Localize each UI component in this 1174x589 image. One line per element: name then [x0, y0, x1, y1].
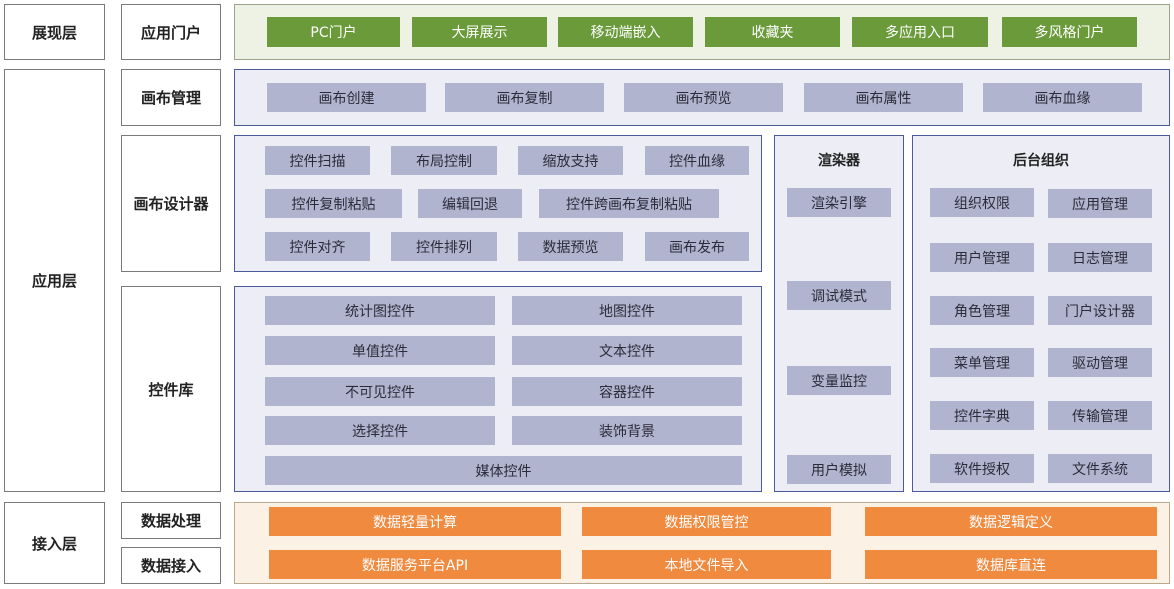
backend-item: 文件系统	[1048, 454, 1152, 483]
layer-presentation: 展现层	[4, 4, 105, 60]
widget-item: 文本控件	[512, 336, 742, 365]
designer-item: 控件复制粘贴	[265, 189, 402, 218]
backend-item: 应用管理	[1048, 189, 1152, 218]
designer-item: 控件排列	[391, 232, 497, 261]
canvas-mgmt-item: 画布属性	[804, 83, 963, 112]
module-canvas-designer: 画布设计器	[121, 135, 221, 272]
backend-item: 驱动管理	[1048, 348, 1152, 377]
module-portal: 应用门户	[121, 4, 221, 60]
widget-item: 统计图控件	[265, 296, 495, 325]
designer-item: 编辑回退	[418, 189, 522, 218]
backend-item: 控件字典	[930, 401, 1034, 430]
module-data-processing: 数据处理	[121, 502, 221, 539]
portal-item: 大屏展示	[412, 17, 547, 47]
portal-item: PC门户	[267, 17, 400, 47]
data-processing-item: 数据权限管控	[582, 507, 831, 536]
widget-item: 地图控件	[512, 296, 742, 325]
backend-item: 用户管理	[930, 243, 1034, 272]
renderer-item: 调试模式	[787, 281, 891, 310]
designer-item: 控件扫描	[265, 146, 370, 175]
canvas-mgmt-item: 画布创建	[267, 83, 426, 112]
designer-item: 画布发布	[645, 232, 749, 261]
widget-item: 媒体控件	[265, 456, 742, 485]
canvas-mgmt-item: 画布预览	[624, 83, 783, 112]
data-access-item: 本地文件导入	[582, 550, 831, 579]
module-widget-lib: 控件库	[121, 286, 221, 492]
canvas-mgmt-item: 画布复制	[445, 83, 604, 112]
designer-item: 控件对齐	[265, 232, 370, 261]
designer-item: 控件跨画布复制粘贴	[539, 189, 719, 218]
backend-item: 传输管理	[1048, 401, 1152, 430]
module-data-access: 数据接入	[121, 547, 221, 584]
backend-item: 日志管理	[1048, 243, 1152, 272]
renderer-item: 渲染引擎	[787, 188, 891, 217]
module-canvas-mgmt: 画布管理	[121, 69, 221, 126]
data-access-item: 数据服务平台API	[269, 550, 561, 579]
designer-item: 数据预览	[518, 232, 623, 261]
renderer-item: 变量监控	[787, 366, 891, 395]
portal-item: 多应用入口	[852, 17, 988, 47]
designer-item: 缩放支持	[518, 146, 623, 175]
backend-item: 菜单管理	[930, 348, 1034, 377]
widget-item: 单值控件	[265, 336, 495, 365]
backend-item: 组织权限	[930, 188, 1034, 217]
portal-item: 移动端嵌入	[558, 17, 693, 47]
data-processing-item: 数据轻量计算	[269, 507, 561, 536]
renderer-title: 渲染器	[818, 153, 860, 169]
backend-item: 角色管理	[930, 296, 1034, 325]
layer-application: 应用层	[4, 69, 105, 492]
backend-item: 软件授权	[930, 454, 1034, 483]
designer-item: 布局控制	[391, 146, 497, 175]
data-processing-item: 数据逻辑定义	[865, 507, 1157, 536]
designer-item: 控件血缘	[645, 146, 749, 175]
canvas-mgmt-item: 画布血缘	[983, 83, 1142, 112]
layer-access: 接入层	[4, 502, 105, 584]
renderer-item: 用户模拟	[787, 455, 891, 484]
widget-item: 容器控件	[512, 377, 742, 406]
widget-item: 装饰背景	[512, 416, 742, 445]
widget-item: 不可见控件	[265, 377, 495, 406]
widget-item: 选择控件	[265, 416, 495, 445]
portal-item: 收藏夹	[705, 17, 840, 47]
backend-item: 门户设计器	[1048, 296, 1152, 325]
backend-title: 后台组织	[1013, 153, 1069, 169]
portal-item: 多风格门户	[1002, 17, 1137, 47]
data-access-item: 数据库直连	[865, 550, 1157, 579]
